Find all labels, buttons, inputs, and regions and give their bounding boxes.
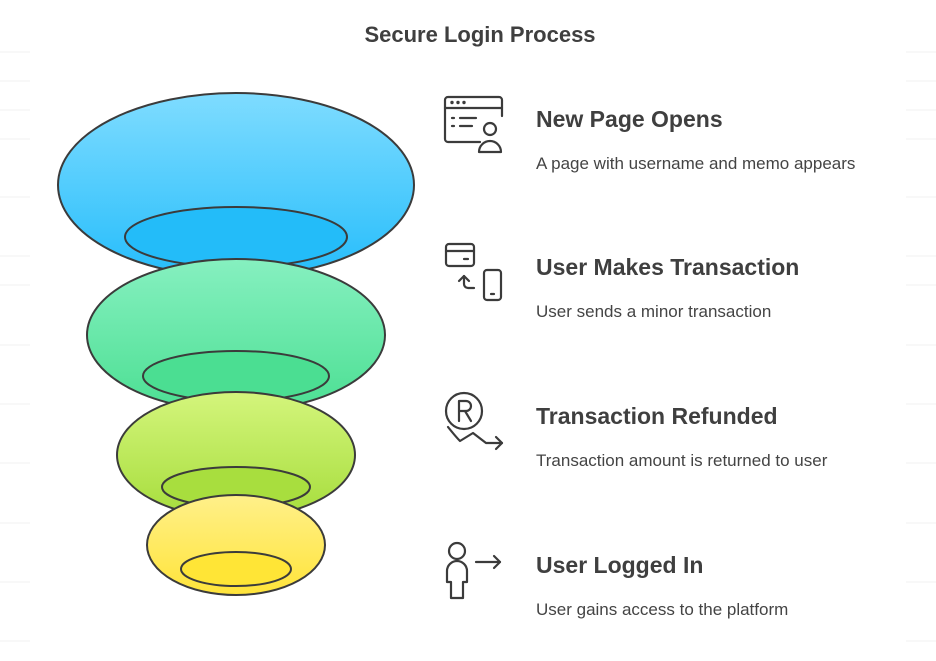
refund-coin-icon [444, 391, 504, 451]
funnel-tier-4 [146, 494, 326, 596]
user-login-icon [445, 541, 502, 600]
step-heading: Transaction Refunded [536, 403, 778, 429]
diagram-title: Secure Login Process [364, 22, 596, 47]
step-description: Transaction amount is returned to user [536, 451, 828, 470]
step-heading: User Makes Transaction [536, 254, 800, 280]
card-to-phone-icon [444, 242, 503, 302]
browser-user-icon [443, 95, 504, 154]
funnel-tier-1 [57, 92, 415, 278]
funnel-tier-2 [86, 258, 386, 412]
step-description: User sends a minor transaction [536, 302, 772, 321]
step-heading: User Logged In [536, 552, 704, 578]
funnel-graphic [57, 92, 415, 596]
step-heading: New Page Opens [536, 106, 723, 132]
step-description: User gains access to the platform [536, 600, 789, 619]
step-description: A page with username and memo appears [536, 154, 856, 173]
